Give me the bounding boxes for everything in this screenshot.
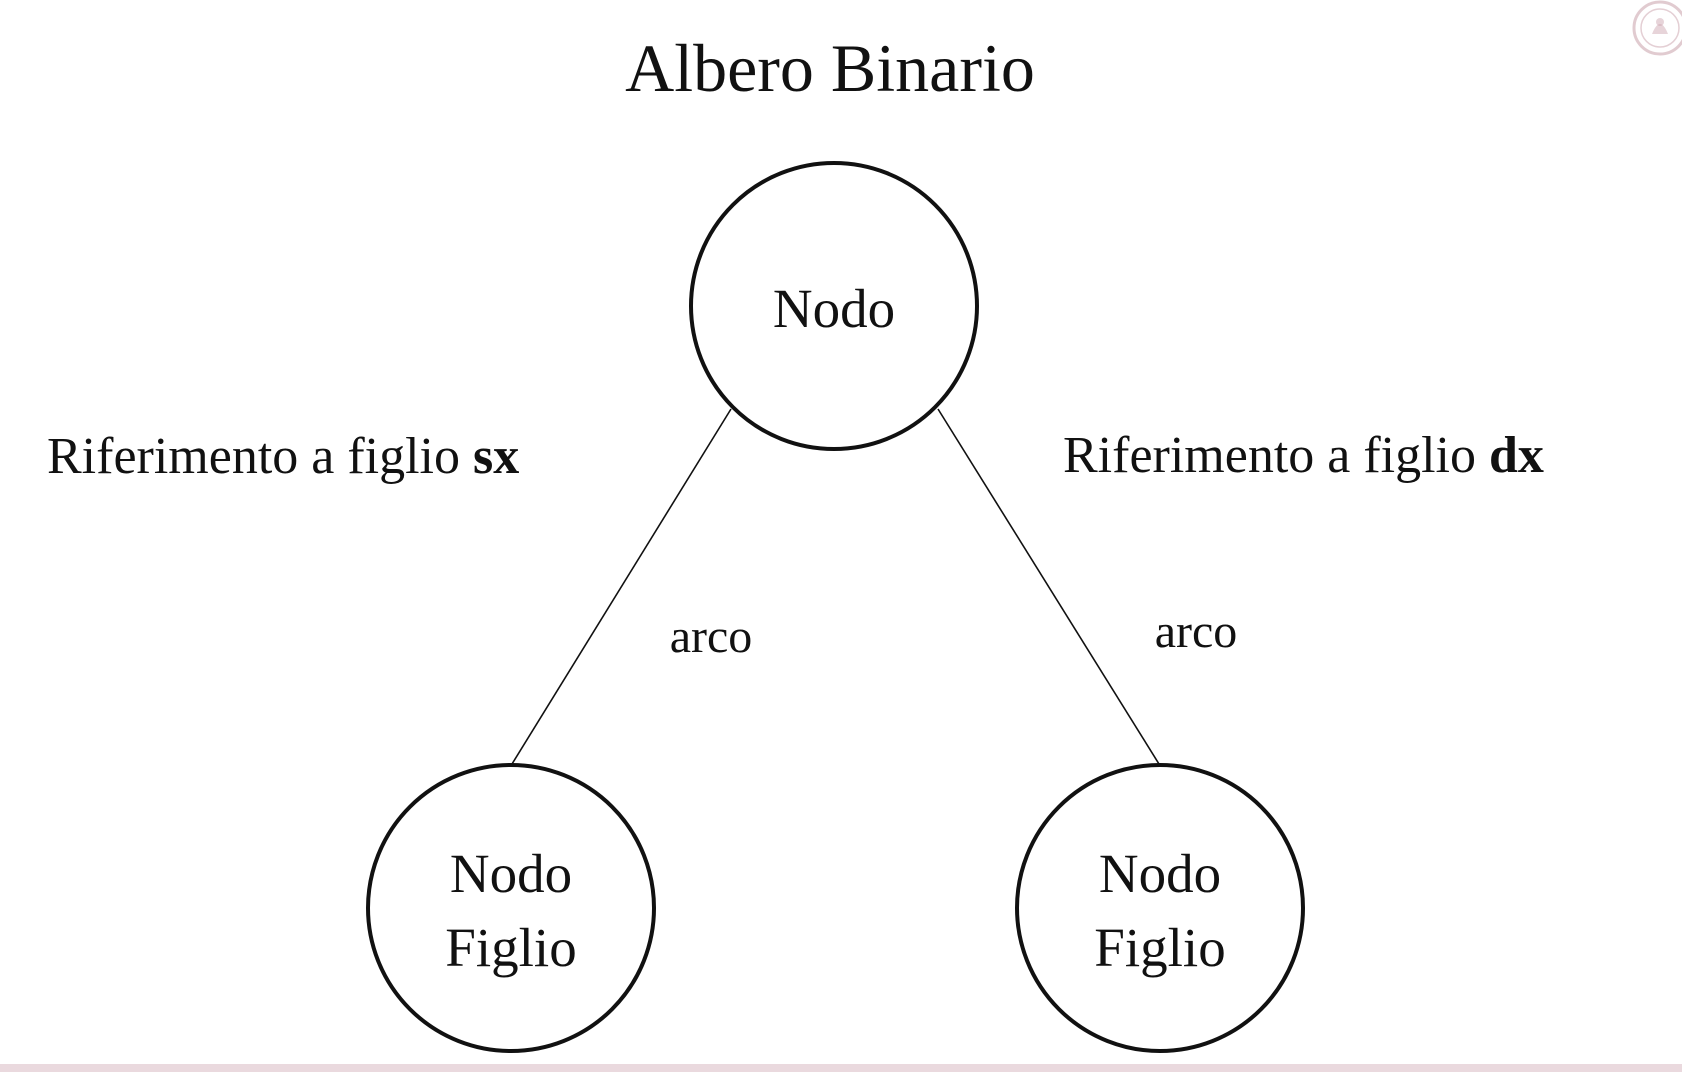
bottom-bar (0, 1064, 1682, 1072)
right-edge (937, 408, 1160, 765)
left-edge-label: arco (670, 610, 753, 663)
left-child-label-line2: Figlio (445, 917, 576, 978)
right-child-label-line1: Nodo (1099, 843, 1221, 904)
left-reference-emphasis: sx (473, 428, 520, 485)
slide-title: Albero Binario (625, 30, 1035, 106)
left-child-label-line1: Nodo (450, 843, 572, 904)
left-child-reference: Riferimento a figlio sx (47, 427, 519, 487)
right-edge-label: arco (1155, 605, 1238, 658)
right-child-reference: Riferimento a figlio dx (1063, 426, 1544, 486)
left-child-node-circle (366, 763, 656, 1053)
right-child-label-line2: Figlio (1094, 917, 1225, 978)
root-node-circle (689, 161, 979, 451)
left-reference-text: Riferimento a figlio (47, 428, 474, 485)
right-child-node-circle (1015, 763, 1305, 1053)
left-edge (511, 408, 732, 765)
university-seal-icon (1632, 0, 1682, 56)
right-reference-text: Riferimento a figlio (1063, 427, 1490, 484)
root-node-label: Nodo (773, 278, 895, 339)
right-reference-emphasis: dx (1489, 427, 1544, 484)
